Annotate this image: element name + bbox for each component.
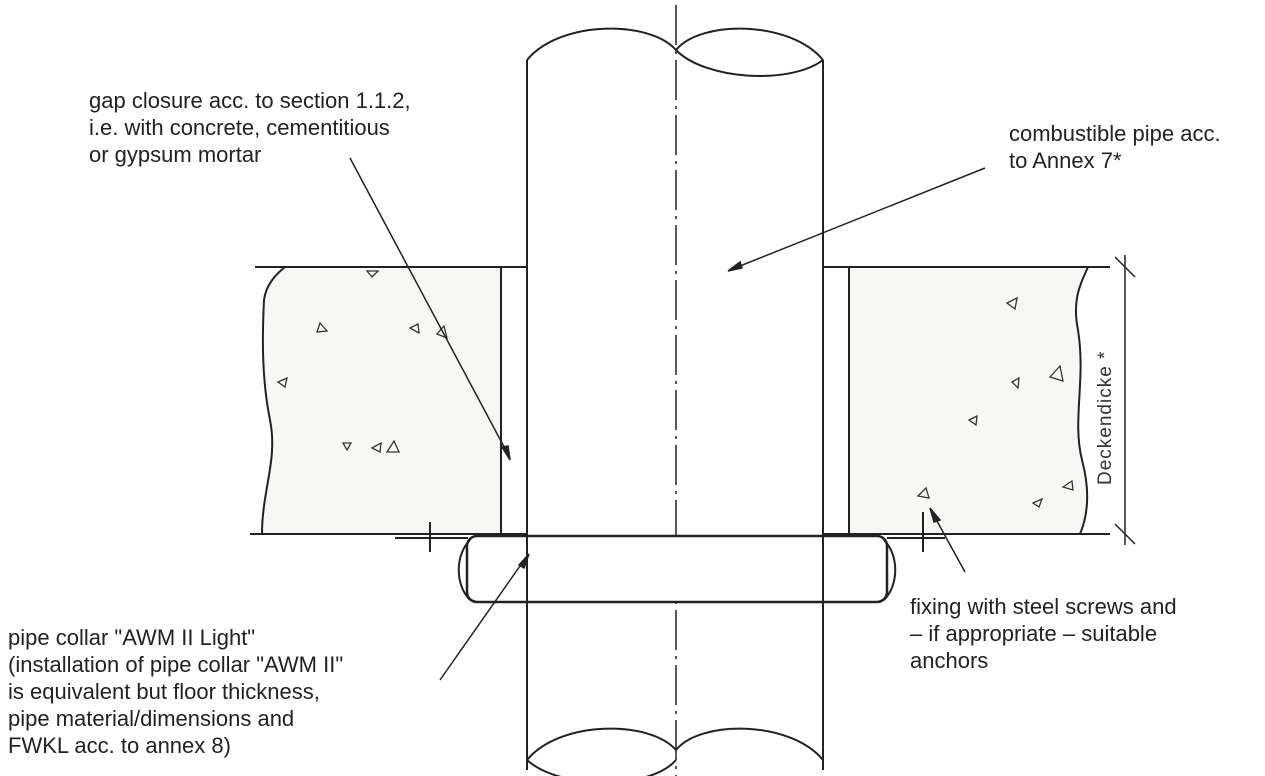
collar-line-4: pipe material/dimensions and (8, 706, 295, 731)
collar-flange-left (457, 539, 471, 601)
fixing-line-2: – if appropriate – suitable (910, 621, 1158, 646)
collar-label: pipe collar "AWM II Light" (installation… (8, 624, 343, 759)
gap-closure-right (822, 266, 850, 535)
screw-left (395, 522, 468, 552)
dimension-line (1114, 255, 1136, 545)
gap-closure-line-3: or gypsum mortar (89, 142, 262, 167)
pipe-collar (465, 534, 889, 604)
collar-line-5: FWKL acc. to annex 8) (8, 733, 231, 758)
gap-closure-left (500, 266, 528, 535)
pipe-break-bottom (526, 727, 824, 776)
collar-flange-right (883, 539, 897, 601)
leader-lines (349, 157, 986, 681)
pipe-line-1: combustible pipe acc. (1009, 121, 1221, 146)
leader-pipe (729, 167, 986, 271)
pipe-label: combustible pipe acc. to Annex 7* (1009, 120, 1221, 174)
right-slab (848, 266, 1090, 535)
gap-closure-line-2: i.e. with concrete, cementitious (89, 115, 390, 140)
gap-closure-label: gap closure acc. to section 1.1.2, i.e. … (89, 87, 411, 168)
screw-right (887, 512, 945, 552)
pipe-line-2: to Annex 7* (1009, 148, 1122, 173)
fixing-line-3: anchors (910, 648, 989, 673)
gap-closure-line-1: gap closure acc. to section 1.1.2, (89, 88, 411, 113)
collar-line-2: (installation of pipe collar "AWM II" (8, 652, 344, 677)
fixing-label: fixing with steel screws and – if approp… (910, 593, 1177, 674)
left-slab (260, 266, 502, 535)
leader-gap-closure (349, 157, 511, 459)
collar-line-1: pipe collar "AWM II Light" (8, 625, 256, 650)
fixing-line-1: fixing with steel screws and (910, 594, 1177, 619)
collar-line-3: is equivalent but floor thickness, (8, 679, 320, 704)
leader-collar (439, 555, 528, 681)
leader-fixing (931, 511, 966, 573)
deck-thickness-label: Deckendicke * (1095, 350, 1116, 485)
pipe-break-top (526, 27, 824, 77)
concrete-aggregate (276, 270, 1074, 508)
